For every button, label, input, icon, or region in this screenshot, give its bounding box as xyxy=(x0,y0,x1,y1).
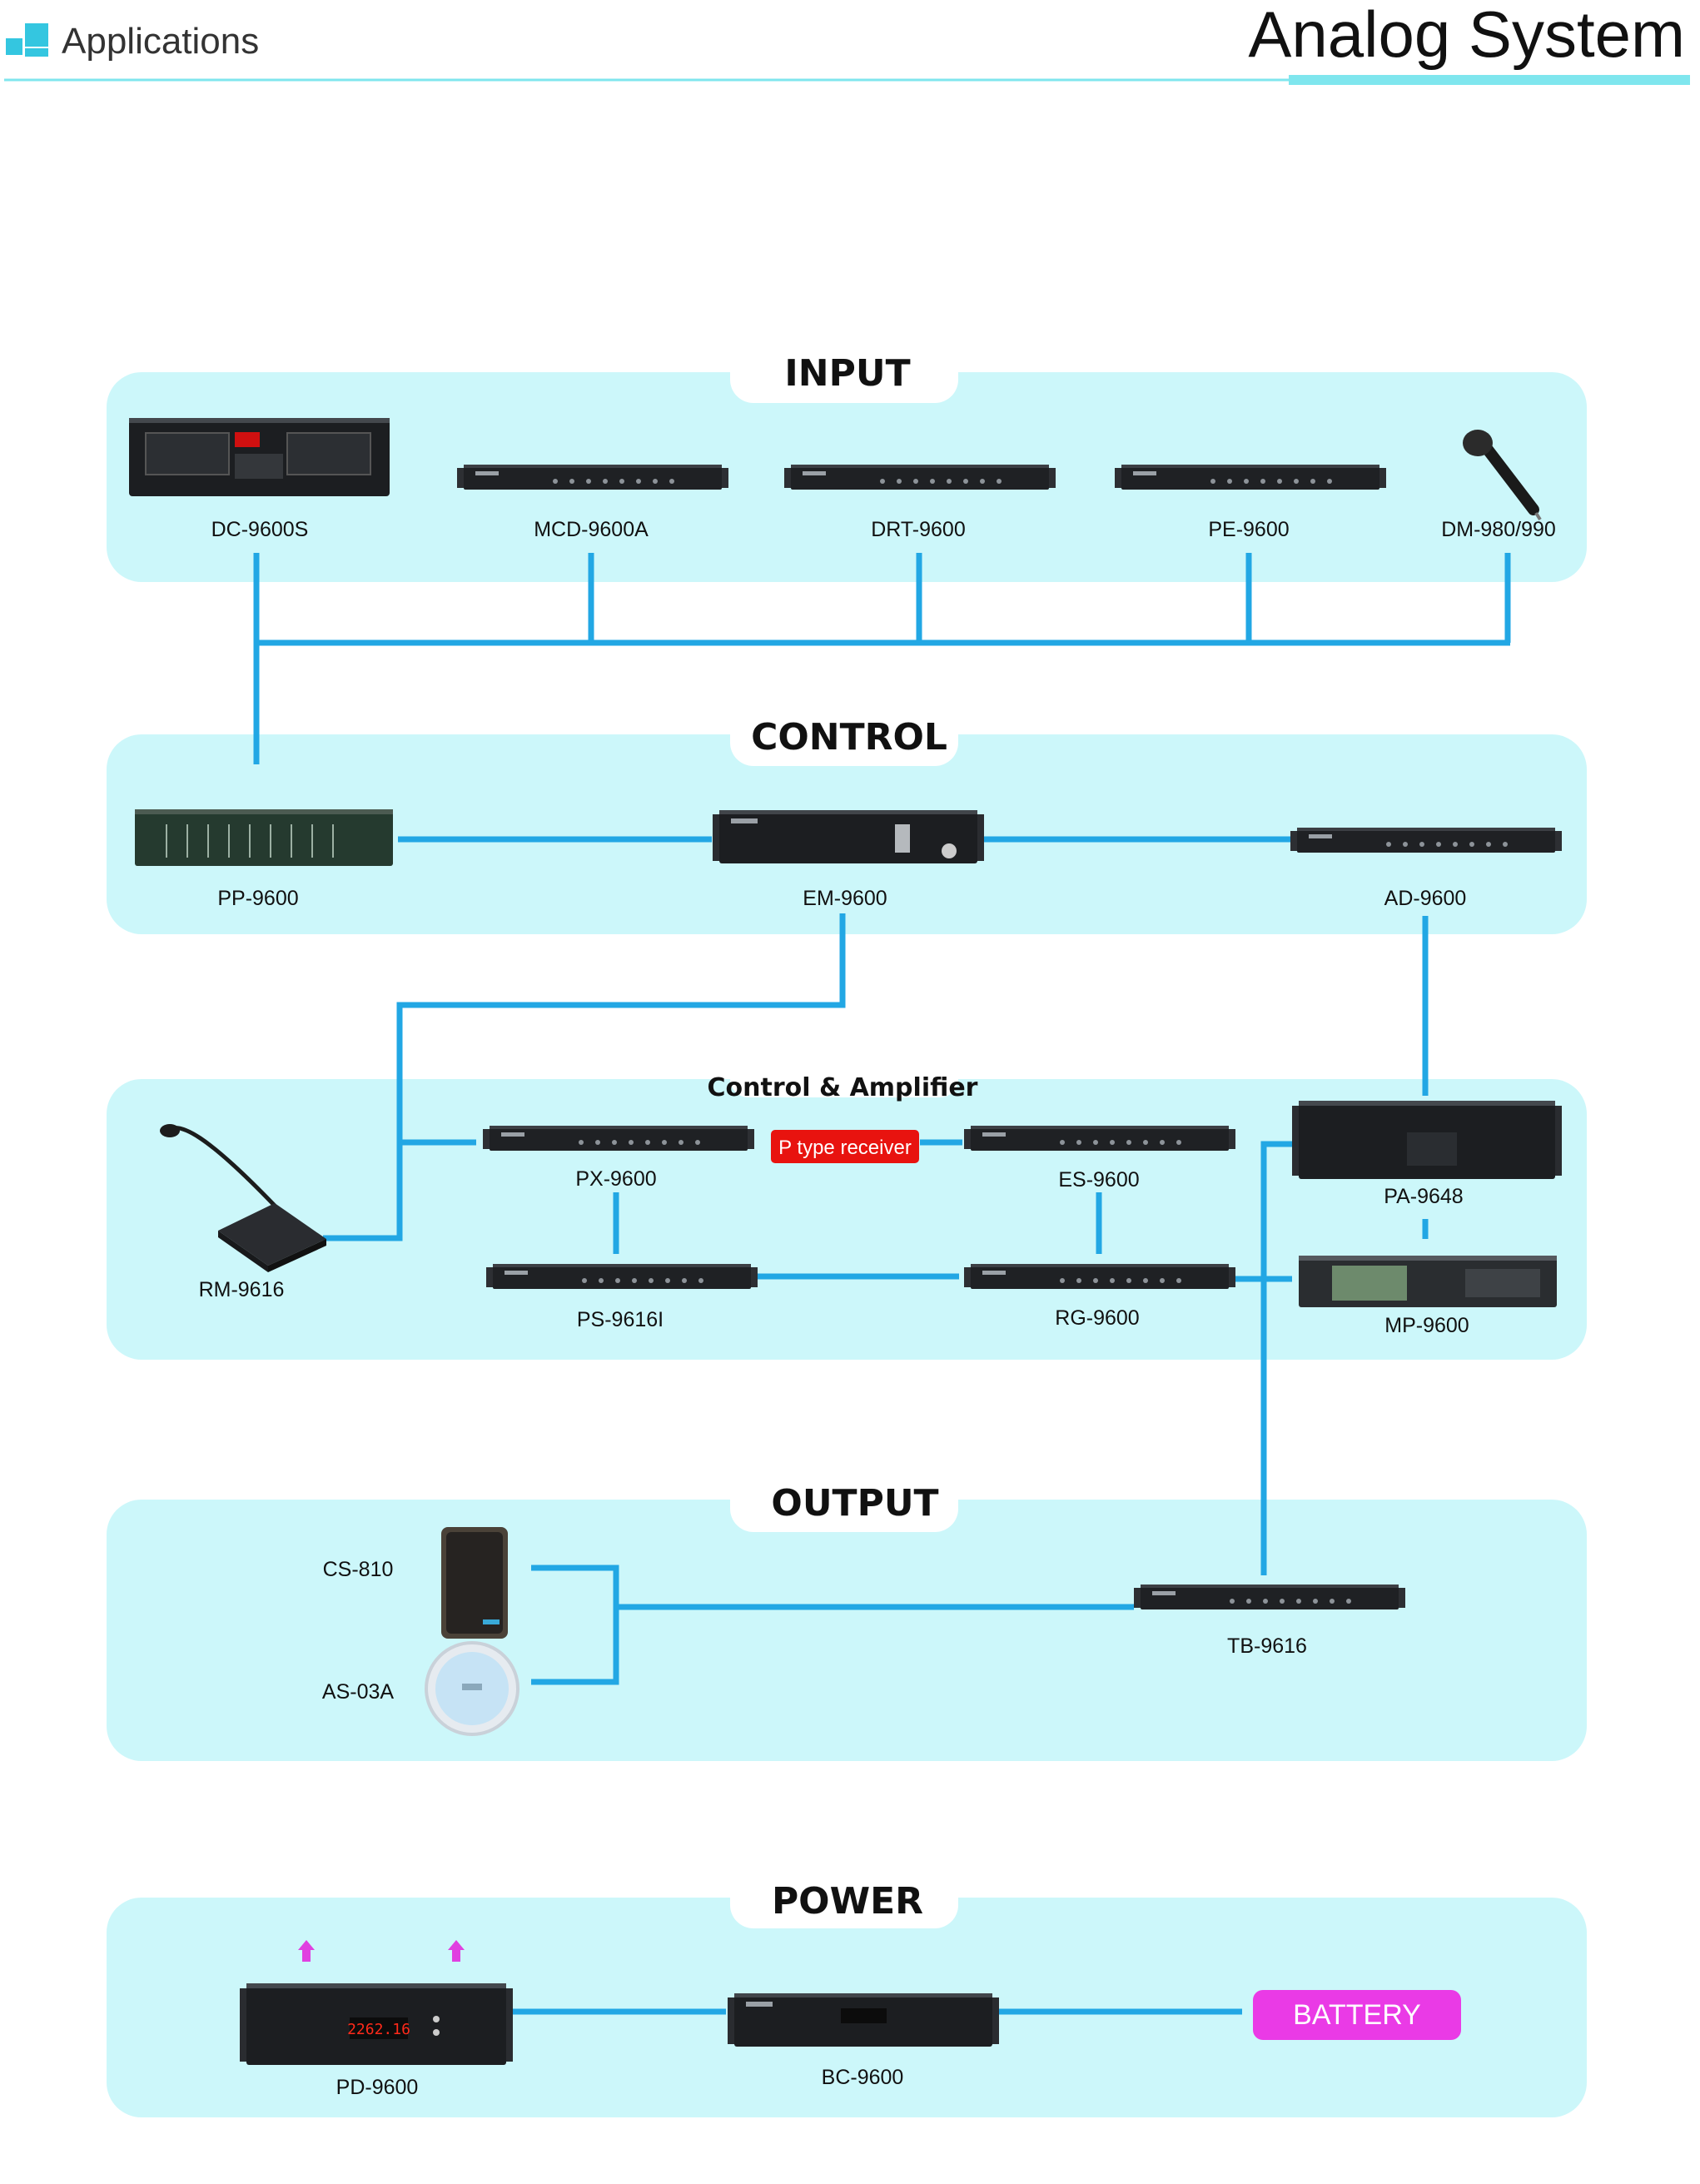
device-label-mp9600: MP-9600 xyxy=(1384,1314,1469,1337)
receiver-badge: P type receiver xyxy=(771,1130,919,1163)
header-category: Applications xyxy=(62,21,259,62)
device-rg9600[interactable] xyxy=(964,1264,1235,1289)
device-mp9600[interactable] xyxy=(1299,1256,1557,1307)
device-label-tb9616: TB-9616 xyxy=(1227,1634,1307,1658)
pd9600-readout: 2262.16 xyxy=(347,2021,410,2038)
section-title-control: CONTROL xyxy=(751,716,947,759)
device-label-bc9600: BC-9600 xyxy=(822,2066,904,2089)
device-label-rg9600: RG-9600 xyxy=(1055,1306,1139,1330)
section-panels xyxy=(107,343,1587,2117)
page-title: Analog System xyxy=(1248,0,1685,71)
device-label-dc9600s: DC-9600S xyxy=(211,518,309,541)
section-title-power: POWER xyxy=(772,1880,923,1923)
device-em9600[interactable] xyxy=(713,810,984,863)
device-label-pd9600: PD-9600 xyxy=(336,2076,419,2099)
device-label-ad9600: AD-9600 xyxy=(1384,887,1467,910)
device-label-rm9616: RM-9616 xyxy=(199,1278,285,1301)
device-tb9616[interactable] xyxy=(1134,1585,1405,1609)
device-ad9600[interactable] xyxy=(1290,828,1562,853)
device-mcd9600a[interactable] xyxy=(457,465,728,490)
column-speaker-icon[interactable] xyxy=(441,1527,508,1639)
device-bc9600[interactable] xyxy=(728,1993,999,2047)
microphone-icon[interactable] xyxy=(1463,430,1542,521)
device-label-as03a: AS-03A xyxy=(322,1680,394,1704)
device-label-px9600: PX-9600 xyxy=(575,1167,656,1191)
device-label-cs810: CS-810 xyxy=(323,1558,394,1581)
device-label-es9600: ES-9600 xyxy=(1058,1168,1139,1191)
header: Applications Analog System xyxy=(4,0,1690,85)
device-pp9600[interactable] xyxy=(135,809,393,866)
logo-squares-icon xyxy=(6,23,48,57)
section-title-output: OUTPUT xyxy=(771,1482,938,1525)
device-label-dm980: DM-980/990 xyxy=(1441,518,1556,541)
device-label-em9600: EM-9600 xyxy=(803,887,887,910)
ceiling-speaker-icon[interactable] xyxy=(425,1641,519,1736)
paging-console-icon[interactable] xyxy=(160,1124,326,1272)
battery-badge-label: BATTERY xyxy=(1293,1999,1421,2031)
section-title-amplifier: Control & Amplifier xyxy=(708,1073,978,1102)
device-label-pa9648: PA-9648 xyxy=(1384,1185,1463,1208)
device-label-pp9600: PP-9600 xyxy=(217,887,298,910)
device-dc9600s[interactable] xyxy=(129,418,390,496)
device-pe9600[interactable] xyxy=(1115,465,1386,490)
device-es9600[interactable] xyxy=(964,1126,1235,1151)
device-pd9600[interactable]: 2262.16 xyxy=(240,1983,513,2065)
battery-badge[interactable]: BATTERY xyxy=(1253,1990,1461,2040)
device-label-ps9616i: PS-9616I xyxy=(577,1308,664,1331)
connection-lines xyxy=(253,553,1511,2015)
device-px9600[interactable] xyxy=(483,1126,754,1151)
device-pa9648[interactable] xyxy=(1292,1101,1562,1179)
device-ps9616i[interactable] xyxy=(486,1264,758,1289)
receiver-badge-label: P type receiver xyxy=(778,1137,912,1159)
output-panel xyxy=(107,1500,1587,1761)
up-arrow-icon xyxy=(448,1940,465,1962)
device-label-drt9600: DRT-9600 xyxy=(871,518,966,541)
device-drt9600[interactable] xyxy=(784,465,1056,490)
device-label-pe9600: PE-9600 xyxy=(1208,518,1289,541)
up-arrow-icon xyxy=(298,1940,315,1962)
section-title-input: INPUT xyxy=(784,352,910,395)
device-label-mcd9600a: MCD-9600A xyxy=(534,518,649,541)
